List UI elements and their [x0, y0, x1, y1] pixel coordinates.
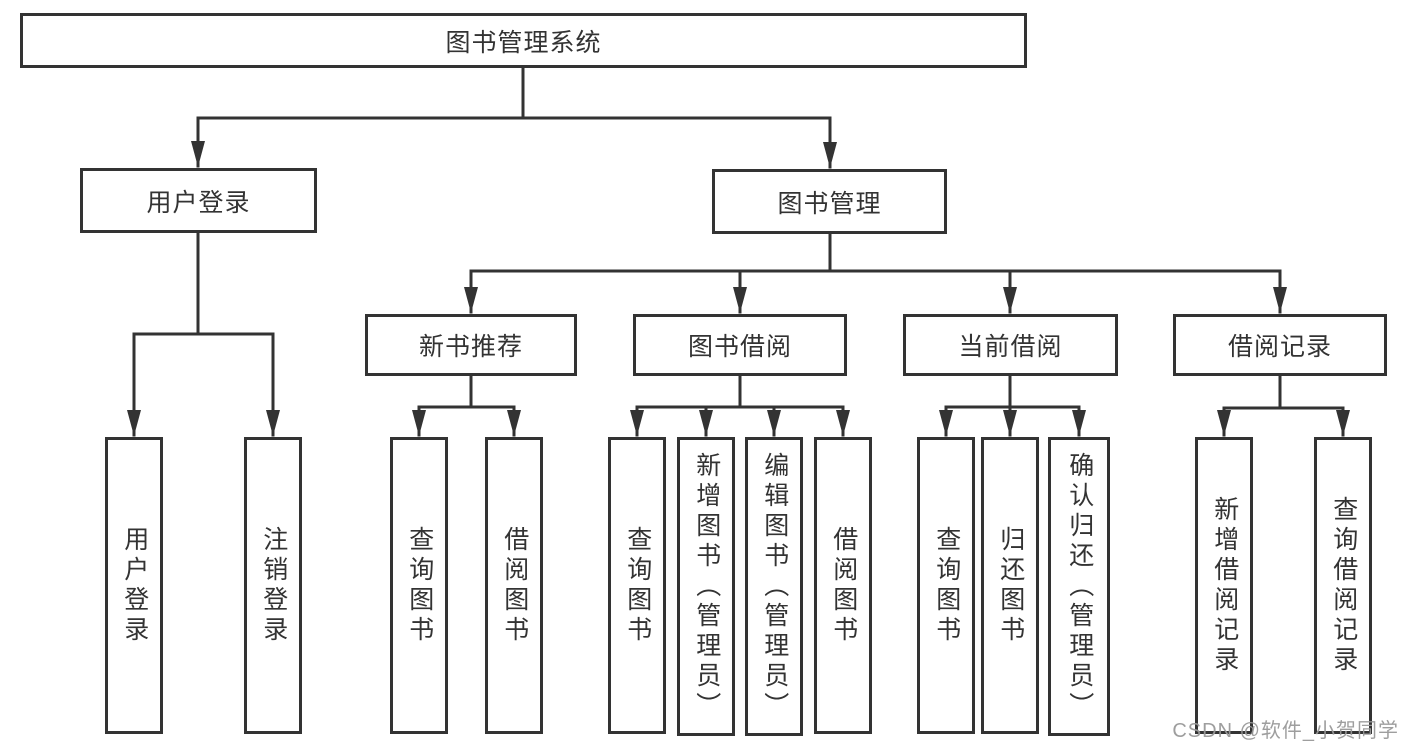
leaf-logout: 注销登录: [244, 437, 302, 734]
node-book-borrow: 图书借阅: [633, 314, 847, 376]
leaf-confirm-return-admin: 确认归还（管理员）: [1048, 437, 1110, 736]
node-current-borrow: 当前借阅: [903, 314, 1118, 376]
leaf-add-borrow-record: 新增借阅记录: [1195, 437, 1253, 734]
node-root-system: 图书管理系统: [20, 13, 1027, 68]
csdn-watermark: CSDN @软件_小贺同学: [1172, 720, 1399, 742]
node-book-management: 图书管理: [712, 169, 947, 234]
leaf-query-borrow-record: 查询借阅记录: [1314, 437, 1372, 734]
leaf-recommend-borrow-books: 借阅图书: [485, 437, 543, 734]
node-user-login: 用户登录: [80, 168, 317, 233]
leaf-return-books: 归还图书: [981, 437, 1039, 734]
node-borrow-records: 借阅记录: [1173, 314, 1387, 376]
leaf-recommend-query-books: 查询图书: [390, 437, 448, 734]
leaf-current-query-books: 查询图书: [917, 437, 975, 734]
leaf-edit-books-admin: 编辑图书（管理员）: [745, 437, 803, 736]
node-new-book-recommend: 新书推荐: [365, 314, 577, 376]
leaf-add-books-admin: 新增图书（管理员）: [677, 437, 735, 736]
leaf-borrow-query-books: 查询图书: [608, 437, 666, 734]
leaf-borrow-books: 借阅图书: [814, 437, 872, 734]
leaf-user-login: 用户登录: [105, 437, 163, 734]
